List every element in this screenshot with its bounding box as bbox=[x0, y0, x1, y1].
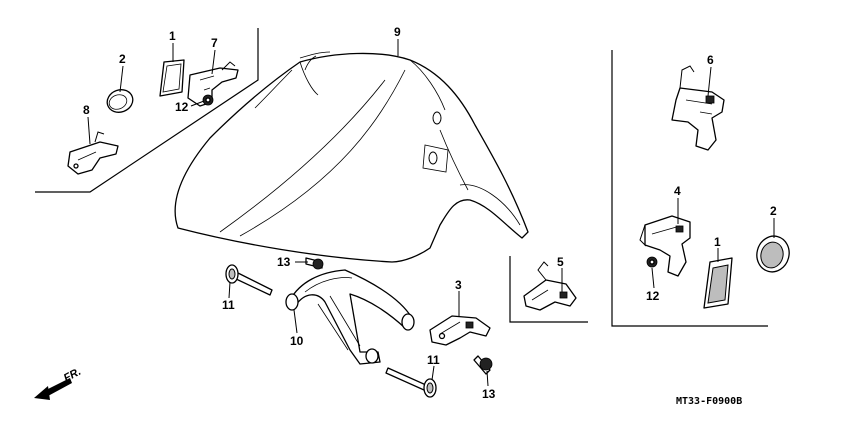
callout-12-right: 12 bbox=[646, 289, 660, 303]
leader-lines bbox=[87, 39, 775, 387]
fender-brace bbox=[285, 269, 415, 365]
callout-4: 4 bbox=[674, 184, 681, 198]
front-direction-arrow bbox=[34, 378, 72, 400]
bracket-5 bbox=[523, 261, 577, 311]
callout-13-lower: 13 bbox=[482, 387, 496, 401]
round-reflector-left bbox=[106, 89, 134, 113]
nut-12-left bbox=[202, 94, 214, 106]
bracket-8 bbox=[67, 131, 119, 175]
bracket-6 bbox=[671, 65, 725, 151]
rect-reflector-right bbox=[703, 257, 733, 309]
callout-11-upper: 11 bbox=[222, 298, 235, 312]
callout-3: 3 bbox=[455, 278, 462, 292]
inset-frame-mid bbox=[509, 256, 588, 323]
callout-1-left: 1 bbox=[169, 29, 176, 43]
bolt-13-lower bbox=[473, 355, 493, 375]
callout-13-upper: 13 bbox=[277, 255, 291, 269]
callout-12-left: 12 bbox=[175, 100, 189, 114]
callout-5: 5 bbox=[557, 255, 564, 269]
bracket-4 bbox=[639, 215, 691, 277]
nut-12-right bbox=[646, 256, 658, 268]
callout-11-lower: 11 bbox=[427, 353, 440, 367]
callout-7: 7 bbox=[211, 36, 218, 50]
bolt-13-upper bbox=[305, 257, 324, 270]
direction-label: FR. bbox=[62, 366, 83, 385]
bracket-3 bbox=[429, 315, 491, 346]
callout-9: 9 bbox=[394, 25, 401, 39]
bracket-7 bbox=[187, 61, 239, 107]
rect-reflector-left bbox=[159, 59, 185, 97]
front-fender bbox=[174, 51, 529, 263]
bolt-11-upper bbox=[225, 264, 273, 296]
callout-10: 10 bbox=[290, 334, 304, 348]
bolt-11-lower bbox=[385, 367, 437, 398]
callout-8: 8 bbox=[83, 103, 90, 117]
inset-frame-right bbox=[611, 50, 768, 327]
callout-2-left: 2 bbox=[119, 52, 126, 66]
callout-1-right: 1 bbox=[714, 235, 721, 249]
callout-2-right: 2 bbox=[770, 204, 777, 218]
diagram-code: MT33-F0900B bbox=[676, 396, 742, 407]
callout-6: 6 bbox=[707, 53, 714, 67]
round-reflector-right bbox=[756, 235, 790, 273]
inset-frame-top-left bbox=[35, 28, 259, 193]
